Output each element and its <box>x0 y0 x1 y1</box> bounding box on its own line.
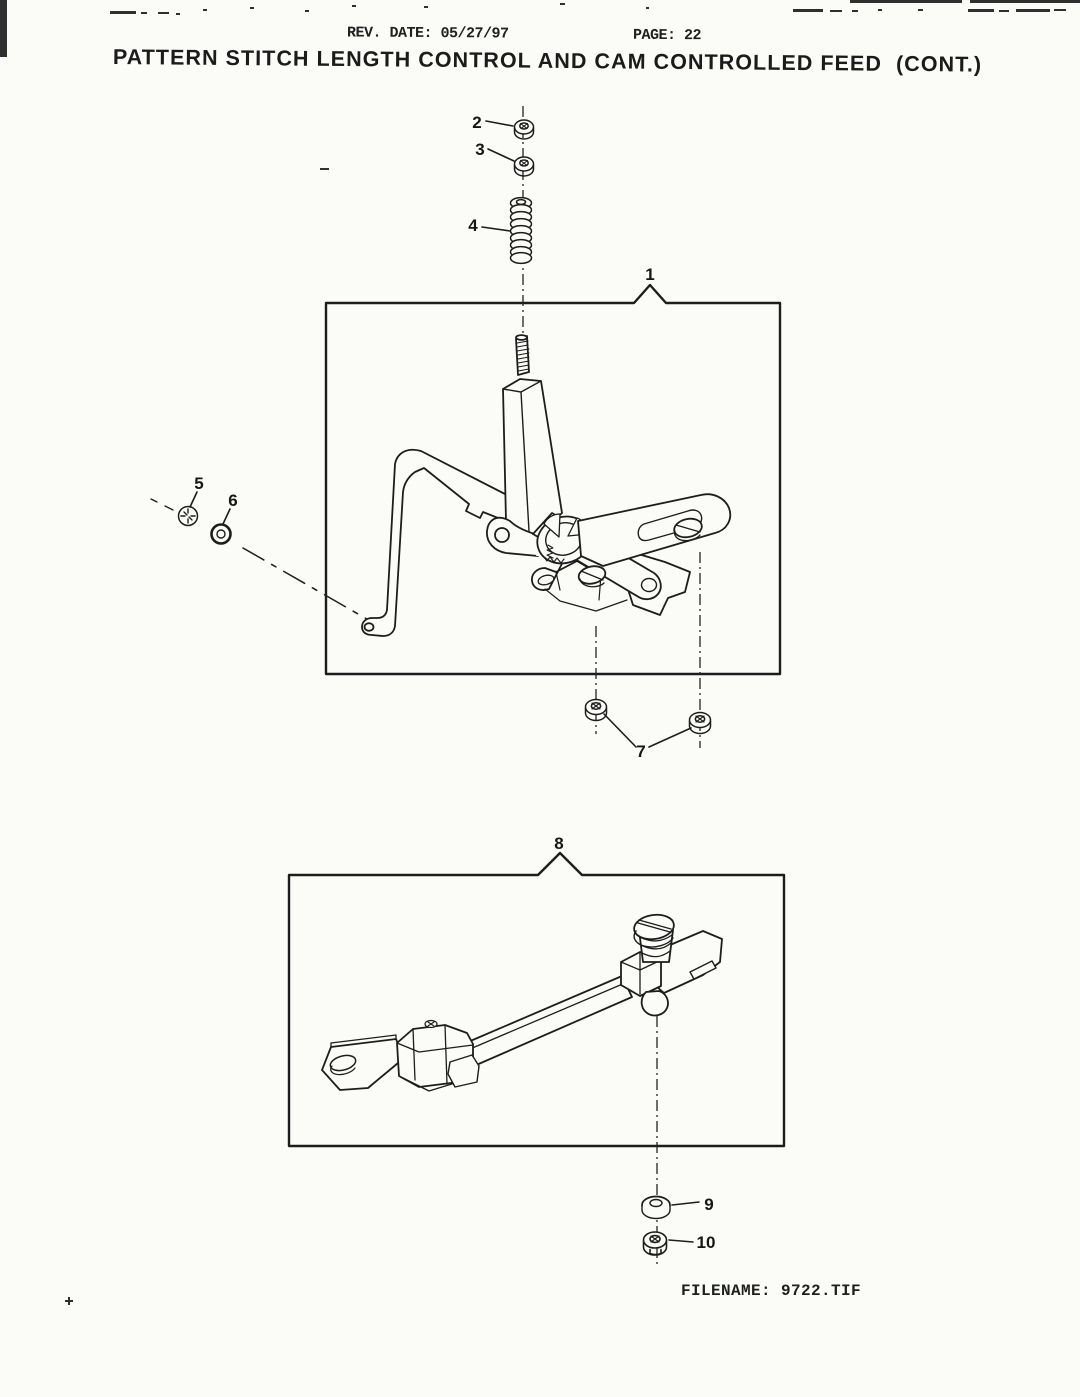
slotted-adjusting-arm <box>577 493 732 567</box>
hex-nut-7a <box>584 698 608 722</box>
screw-5 <box>150 498 199 527</box>
leader-line-7 <box>603 713 692 748</box>
clamp-foot <box>447 1054 480 1088</box>
leader-line-5-6 <box>242 547 373 623</box>
hex-nut-3 <box>513 156 535 177</box>
washer-6 <box>210 523 232 545</box>
leader-line-10 <box>668 1239 694 1243</box>
anchor-tab <box>321 1034 405 1091</box>
feed-arm <box>467 975 633 1067</box>
leader-line-4 <box>481 226 511 232</box>
callout-label-10: 10 <box>697 1233 716 1252</box>
callout-label-4: 4 <box>468 216 478 235</box>
callout-label-3: 3 <box>475 140 484 159</box>
scan-edge-bar <box>0 0 7 57</box>
screw-clamp-body <box>620 951 662 997</box>
callout-label-2: 2 <box>472 113 481 132</box>
pivot-hole <box>494 527 510 543</box>
upper-mechanism-drawing <box>361 334 732 637</box>
lower-mechanism-drawing <box>321 913 723 1092</box>
figure-1-callout-box <box>324 283 782 676</box>
callout-label-1: 1 <box>645 265 654 284</box>
callout-label-9: 9 <box>704 1195 713 1214</box>
rod-foot-tip <box>363 622 375 632</box>
leader-line-9 <box>671 1201 700 1206</box>
upper-figure: 1 <box>150 106 782 761</box>
plate-screw-head <box>577 565 607 588</box>
lower-figure: 8 <box>287 834 786 1264</box>
release-rod-bracket <box>361 448 545 637</box>
hex-nut-2 <box>513 119 535 140</box>
threaded-stud <box>515 334 530 376</box>
scan-artifacts <box>0 0 1080 1305</box>
leader-line-6 <box>222 508 231 525</box>
pivot-bracket <box>655 930 723 994</box>
figure-8-callout-box <box>287 851 786 1148</box>
coil-spring-4 <box>509 196 533 265</box>
clamp-screw-head <box>633 913 675 948</box>
hex-nut-10 <box>642 1231 668 1256</box>
callout-label-8: 8 <box>554 834 563 853</box>
leader-line-3 <box>487 148 515 162</box>
serration-teeth <box>546 544 554 559</box>
leader-line-2 <box>485 120 514 127</box>
rack-teeth <box>542 555 565 564</box>
washer-9 <box>641 1195 671 1220</box>
filename-label: FILENAME: 9722.TIF <box>681 1282 862 1300</box>
callout-label-6: 6 <box>228 491 237 510</box>
leader-line-5 <box>189 491 198 508</box>
callout-label-7: 7 <box>636 742 645 761</box>
callout-label-5: 5 <box>194 474 203 493</box>
clamp-block <box>396 1019 480 1092</box>
central-boss <box>536 513 592 565</box>
hex-nut-7b <box>688 711 712 735</box>
pivot-lobe-lower <box>640 990 669 1017</box>
